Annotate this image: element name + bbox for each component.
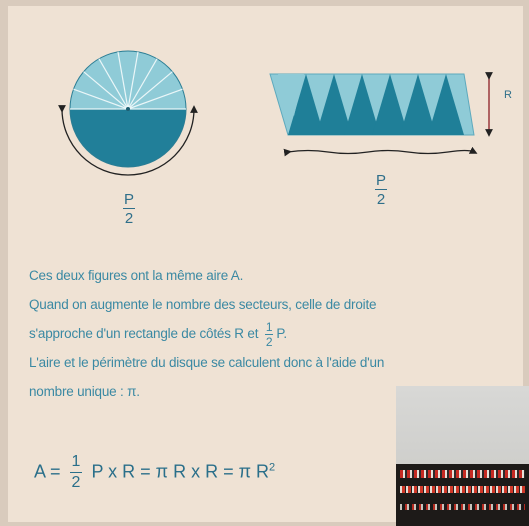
photo-background-corner: [396, 386, 529, 526]
left-figure-label-p-over-2: P 2: [123, 191, 136, 227]
printed-strip: [400, 486, 525, 493]
text-line-1: Ces deux figures ont la même aire A.: [29, 268, 244, 283]
one-half-fraction: 1 2: [264, 319, 274, 349]
height-label: R: [504, 89, 512, 101]
printed-strip: [400, 504, 525, 510]
text-line-3: s'approche d'un rectangle de côtés R et …: [29, 319, 287, 349]
explanation-text: Ces deux figures ont la même aire A. Qua…: [29, 261, 499, 406]
disk-and-rearranged-sectors-figure: R: [58, 50, 512, 176]
formula-fraction: 1 2: [69, 453, 83, 491]
text-line-5: nombre unique : π.: [29, 384, 140, 399]
right-figure-label-p-over-2: P 2: [375, 172, 388, 208]
printed-strip: [400, 470, 525, 478]
text-line-4: L'aire et le périmètre du disque se calc…: [29, 355, 385, 370]
text-line-2: Quand on augmente le nombre des secteurs…: [29, 297, 377, 312]
rearranged-sectors: [269, 72, 493, 157]
textbook-page: R P 2 P 2 Ces deux figures ont la même a…: [8, 6, 523, 522]
sector-disk: [58, 50, 198, 176]
area-formula: A = 1 2 P x R = π R x R = π R2: [34, 453, 276, 491]
